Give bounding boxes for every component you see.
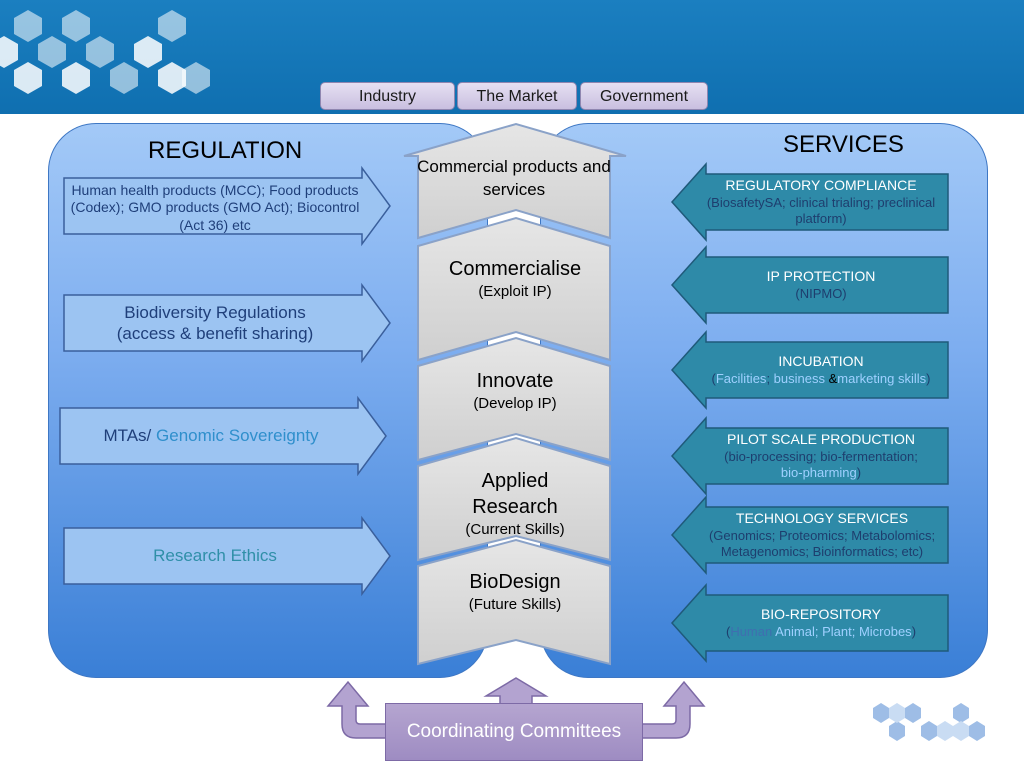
service-title: BIO-REPOSITORY [760, 606, 882, 623]
tab-government[interactable]: Government [580, 82, 708, 110]
stack-subtitle: (Develop IP) [473, 395, 557, 412]
paren-open: ( [711, 370, 716, 386]
regulation-heading: REGULATION [148, 137, 303, 164]
stack-level-commercial-products: Commercial products and services [416, 156, 612, 202]
service-item-ip-protection: IP PROTECTION (NIPMO) [700, 257, 942, 313]
service-title: INCUBATION [778, 353, 864, 370]
stack-subtitle: (Current Skills) [465, 521, 565, 538]
hexagon-logo-icon [873, 703, 985, 741]
service-title: PILOT SCALE PRODUCTION [726, 431, 915, 447]
stack-level-innovate: Innovate (Develop IP) [418, 368, 612, 414]
service-title: TECHNOLOGY SERVICES [735, 510, 909, 526]
regulation-item-research-ethics: Research Ethics [153, 546, 277, 566]
stack-title: Innovate [476, 370, 554, 392]
business-text: business [773, 370, 825, 386]
service-item-technology-services: TECHNOLOGY SERVICES (Genomics; Proteomic… [706, 503, 938, 567]
stack-level-commercialise: Commercialise (Exploit IP) [418, 256, 612, 302]
service-subtitle: (BiosafetySA; clinical trialing; preclin… [706, 194, 936, 226]
service-subtitle-line-2: bio-pharming) [781, 465, 861, 481]
service-subtitle: (bio-processing; bio-fermentation; [724, 448, 918, 464]
development-stack [403, 122, 627, 666]
services-heading: SERVICES [783, 131, 904, 158]
facilities-text: Facilities [715, 370, 767, 386]
service-arrow [670, 245, 949, 325]
service-item-pilot-scale-production: PILOT SCALE PRODUCTION (bio-processing; … [700, 426, 942, 486]
service-subtitle: (Human Animal; Plant; Microbes) [726, 624, 916, 640]
bio-pharming-text: bio-pharming [780, 464, 857, 480]
service-title: REGULATORY COMPLIANCE [725, 177, 917, 193]
service-arrow [670, 162, 949, 242]
coordinating-committees-box: Coordinating Committees [385, 703, 643, 761]
animal-plant-microbes-text: Animal; Plant; Microbes [772, 623, 912, 639]
regulation-arrow [63, 165, 391, 247]
service-title: IP PROTECTION [766, 268, 876, 285]
stack-title: Applied Research [472, 470, 558, 518]
stack-title: Commercialise [448, 258, 582, 280]
paren-open: ( [725, 623, 731, 639]
regulation-item-mtas: MTAs/ Genomic Sovereignty [66, 408, 356, 464]
regulation-arrow [63, 515, 391, 597]
service-arrow [670, 495, 949, 575]
tab-the-market[interactable]: The Market [457, 82, 577, 110]
regulation-item-health-products: Human health products (MCC); Food produc… [70, 181, 360, 233]
biodiversity-line-1: Biodiversity Regulations [124, 302, 306, 322]
stack-level-applied-research: Applied Research (Current Skills) [440, 468, 590, 540]
paren-close: ) [856, 464, 862, 480]
mtas-label: MTAs/ [103, 426, 157, 445]
human-text: Human [730, 623, 773, 639]
paren-close: ) [926, 370, 931, 386]
paren-close: ) [911, 623, 917, 639]
stack-level-biodesign: BioDesign (Future Skills) [418, 569, 612, 615]
service-subtitle: (Genomics; Proteomics; Metabolomics; Met… [708, 527, 936, 559]
tab-industry[interactable]: Industry [320, 82, 455, 110]
genomic-sovereignty-label: Genomic Sovereignty [156, 426, 319, 445]
biodiversity-line-2: (access & benefit sharing) [116, 324, 314, 343]
service-item-regulatory-compliance: REGULATORY COMPLIANCE (BiosafetySA; clin… [700, 172, 942, 232]
hexagon-logo-icon [0, 10, 210, 94]
stack-subtitle: (Future Skills) [468, 596, 562, 613]
service-subtitle: (NIPMO) [795, 285, 847, 301]
service-arrow [670, 330, 949, 410]
regulation-arrow [63, 282, 391, 364]
service-subtitle: (Facilities; business &marketing skills) [712, 371, 931, 387]
regulation-arrow [59, 395, 387, 477]
service-item-bio-repository: BIO-REPOSITORY (Human Animal; Plant; Mic… [700, 595, 942, 651]
regulation-item-biodiversity: Biodiversity Regulations (access & benef… [70, 295, 360, 351]
service-arrow [670, 416, 949, 496]
service-item-incubation: INCUBATION (Facilities; business &market… [700, 342, 942, 398]
stack-subtitle: (Exploit IP) [478, 283, 552, 300]
ampersand: & [824, 370, 838, 386]
stack-title: Commercial products and services [417, 157, 611, 199]
coordinating-arrows [326, 677, 706, 739]
service-arrow [670, 583, 949, 663]
separator: ; [766, 370, 774, 386]
marketing-skills-text: marketing skills [837, 370, 927, 386]
stack-title: BioDesign [469, 571, 561, 593]
